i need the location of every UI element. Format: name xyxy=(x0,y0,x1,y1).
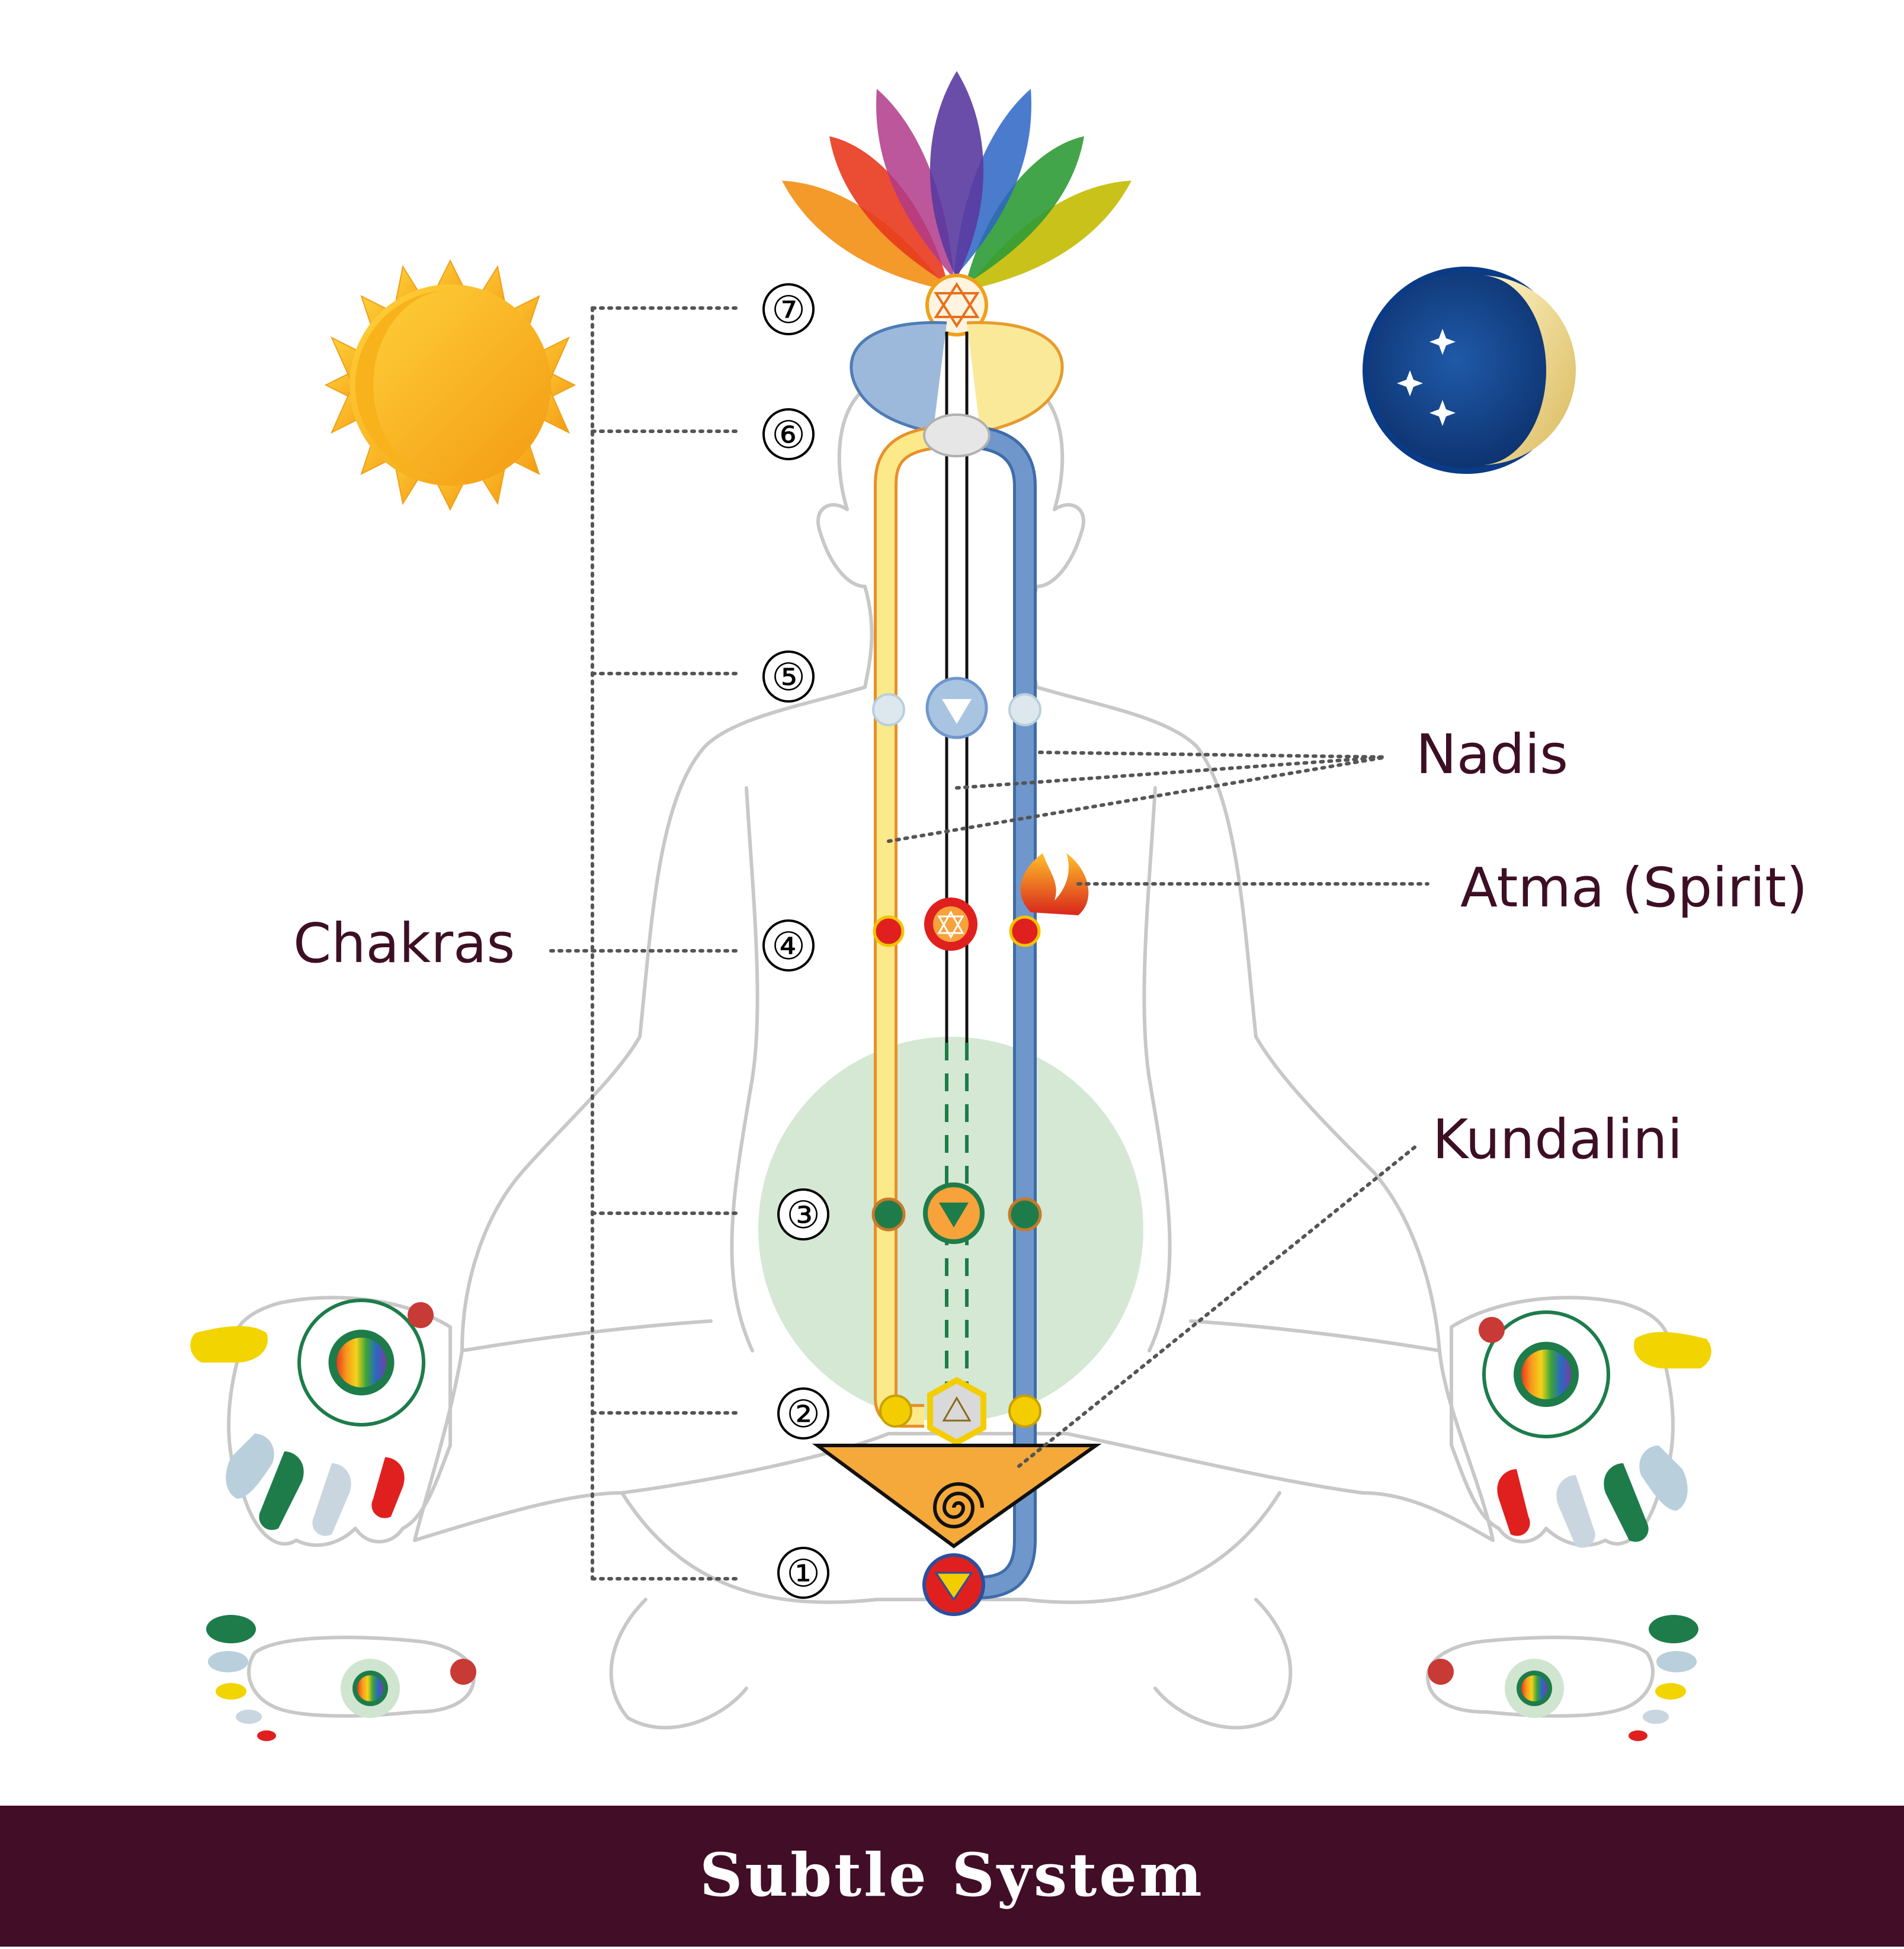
chakras-label: Chakras xyxy=(293,912,515,975)
right-foot xyxy=(1426,1615,1698,1741)
chakra-5-throat xyxy=(872,677,1041,739)
chakra-number-1: ① xyxy=(777,1547,829,1599)
chakra-1-mooladhara xyxy=(922,1553,985,1616)
kundalini-label: Kundalini xyxy=(1432,1108,1682,1171)
kundalini-triangle xyxy=(812,1444,1102,1549)
svg-text:⑤: ⑤ xyxy=(771,656,805,700)
chakra-2-swadisthan xyxy=(879,1377,1041,1446)
chakra-number-3: ③ xyxy=(777,1188,829,1240)
left-hand xyxy=(190,1296,452,1547)
atma-label: Atma (Spirit) xyxy=(1460,856,1807,919)
chakra-3-navel xyxy=(871,1182,1042,1244)
chakra-number-7: ⑦ xyxy=(762,283,815,335)
footer-band xyxy=(0,1806,1904,1947)
chakra-number-4: ④ xyxy=(762,919,815,972)
svg-text:⑥: ⑥ xyxy=(771,413,805,457)
crown-lotus-icon xyxy=(782,71,1131,336)
svg-text:①: ① xyxy=(786,1552,820,1596)
left-foot xyxy=(206,1615,476,1741)
moon-icon xyxy=(1363,267,1576,474)
chakra-4-heart xyxy=(873,897,1041,951)
atma-flame-icon xyxy=(1020,853,1089,915)
svg-text:④: ④ xyxy=(771,925,805,969)
svg-text:②: ② xyxy=(786,1393,820,1437)
chakra-number-2: ② xyxy=(777,1387,829,1440)
leader-lines xyxy=(549,306,1429,1581)
sun-icon xyxy=(324,259,576,511)
right-hand xyxy=(1450,1296,1711,1548)
svg-text:③: ③ xyxy=(786,1194,820,1238)
svg-text:⑦: ⑦ xyxy=(771,288,805,332)
chakra-number-6: ⑥ xyxy=(762,408,815,460)
footer-title: Subtle System xyxy=(700,1840,1204,1910)
chakra-number-5: ⑤ xyxy=(762,650,815,703)
nadis-label: Nadis xyxy=(1416,723,1568,786)
